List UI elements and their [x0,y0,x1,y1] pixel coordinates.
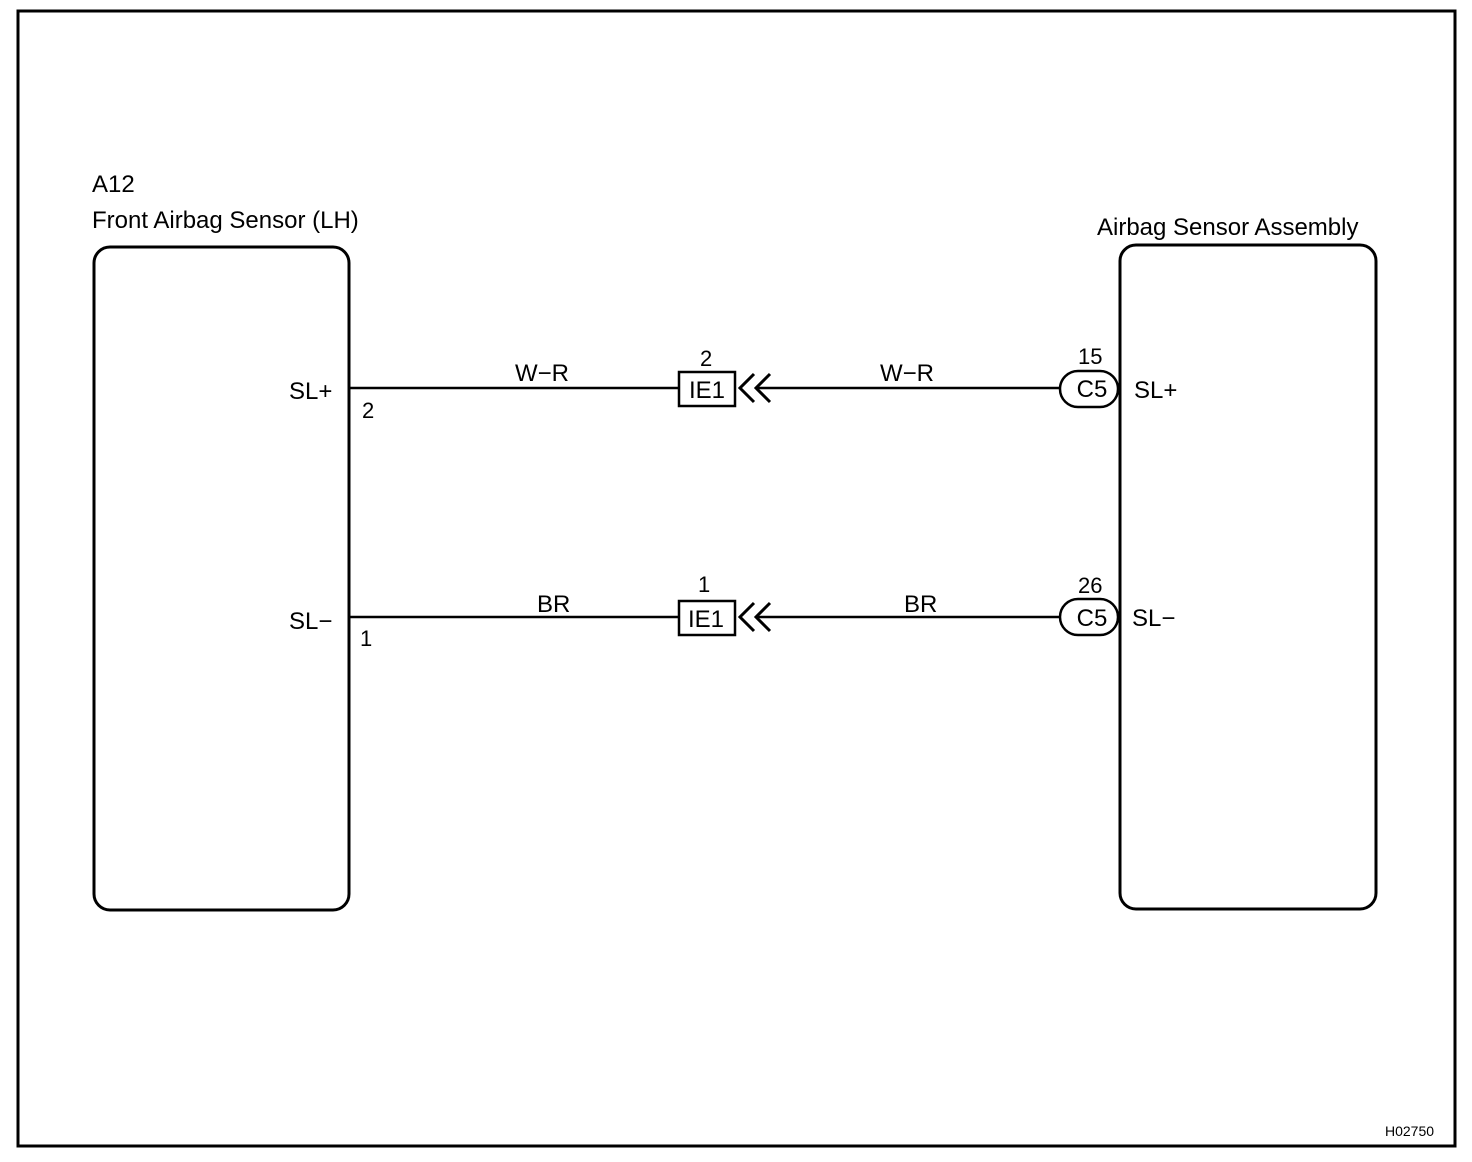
connector-upper-label: C5 [1077,376,1108,403]
junction-lower-label: IE1 [688,606,724,633]
right-pin-number-26: 26 [1078,573,1102,598]
diagram-frame [16,9,1457,1148]
wire-upper-color-right: W−R [880,360,934,387]
right-pin-signal-sl-plus: SL+ [1134,377,1177,404]
connector-lower-c5 [1058,597,1120,637]
right-component-box [1118,243,1378,911]
left-component-name: Front Airbag Sensor (LH) [92,207,359,234]
junction-lower-box [677,599,737,637]
junction-upper-label: IE1 [689,377,725,404]
connector-lower-label: C5 [1077,605,1108,632]
junction-lower-pin: 1 [698,572,710,597]
left-component-box [92,245,351,912]
junction-upper-pin: 2 [700,346,712,371]
left-pin-number-2: 2 [362,398,374,423]
right-component-name: Airbag Sensor Assembly [1097,214,1358,241]
left-component-code: A12 [92,171,135,198]
left-pin-signal-sl-plus: SL+ [289,378,332,405]
connector-upper-c5 [1058,369,1120,409]
right-pin-signal-sl-minus: SL− [1132,605,1175,632]
wire-upper-color-left: W−R [515,360,569,387]
left-pin-signal-sl-minus: SL− [289,608,332,635]
right-pin-number-15: 15 [1078,344,1102,369]
left-pin-number-1: 1 [360,626,372,651]
wire-lower-color-left: BR [537,591,570,618]
junction-upper-box [677,370,737,408]
figure-id: H02750 [1385,1123,1434,1139]
wire-lower-color-right: BR [904,591,937,618]
